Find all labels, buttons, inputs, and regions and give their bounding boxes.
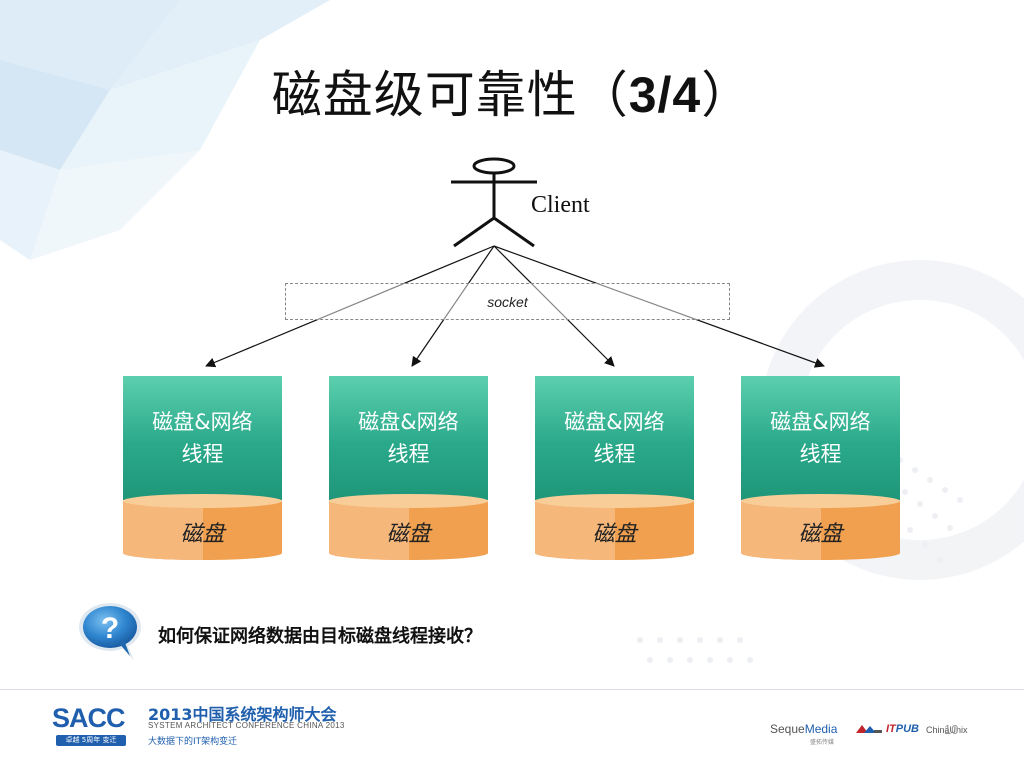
node-1: 磁盘&网络 线程 磁盘 [123,376,282,560]
conference-title: 2013中国系统架构师大会 [148,705,337,724]
disk-cylinder-icon [123,494,282,560]
question-bubble-icon: ? [79,603,141,660]
socket-box: socket [285,283,730,320]
disk-cylinder-icon [329,494,488,560]
thread-label-line1: 磁盘&网络 [152,410,253,434]
thread-label-line2: 线程 [181,442,224,466]
thread-label-line2: 线程 [799,442,842,466]
conference-subtitle: SYSTEM ARCHITECT CONFERENCE CHINA 2013 [148,721,345,730]
client-figure-icon [451,157,537,248]
node-4: 磁盘&网络 线程 磁盘 [741,376,900,560]
svg-text:?: ? [101,612,119,645]
slide-title: 磁盘级可靠性（3/4） [0,55,1024,127]
thread-label-line1: 磁盘&网络 [358,410,459,434]
thread-box: 磁盘&网络 线程 [123,376,282,500]
disk-cylinder-icon [535,494,694,560]
socket-label: socket [487,294,528,310]
slide-title-text: 磁盘级可靠性（ [271,66,629,124]
chinaunix-logo: ChinaUnix [926,725,968,735]
itpub-logo: ITPUB [886,723,920,735]
sponsor-logos: SequeMedia 盛拓传媒 ITPUB ChinaUnix [770,720,1000,746]
disk-label: 磁盘 [180,522,225,547]
thread-label-line2: 线程 [593,442,636,466]
node-3: 磁盘&网络 线程 磁盘 [535,376,694,560]
slide-title-number: 3/4 [628,67,702,123]
client-label: Client [531,192,590,218]
conference-branding: SACC 卓越 5周年 变迁 2013中国系统架构师大会 SYSTEM ARCH… [52,703,352,748]
thread-label-line2: 线程 [387,442,430,466]
slide-title-close: ） [701,66,753,124]
sacc-tagline: 卓越 5周年 变迁 [56,735,126,746]
seque-media-logo: SequeMedia [770,722,838,736]
node-2: 磁盘&网络 线程 磁盘 [329,376,488,560]
thread-label-line1: 磁盘&网络 [564,410,665,434]
thread-box: 磁盘&网络 线程 [535,376,694,500]
cto-logo-icon [856,725,882,733]
page-number: 10 [944,722,959,737]
disk-label: 磁盘 [386,522,431,547]
thread-box: 磁盘&网络 线程 [329,376,488,500]
sacc-logo: SACC [52,703,126,733]
seque-media-cn: 盛拓传媒 [810,739,835,746]
conference-slogan: 大数据下的IT架构变迁 [148,737,238,747]
thread-box: 磁盘&网络 线程 [741,376,900,500]
question-text: 如何保证网络数据由目标磁盘线程接收？ [158,626,482,647]
thread-label-line1: 磁盘&网络 [770,410,871,434]
disk-cylinder-icon [741,494,900,560]
disk-label: 磁盘 [798,522,843,547]
footer-divider [0,689,1024,690]
disk-label: 磁盘 [592,522,637,547]
